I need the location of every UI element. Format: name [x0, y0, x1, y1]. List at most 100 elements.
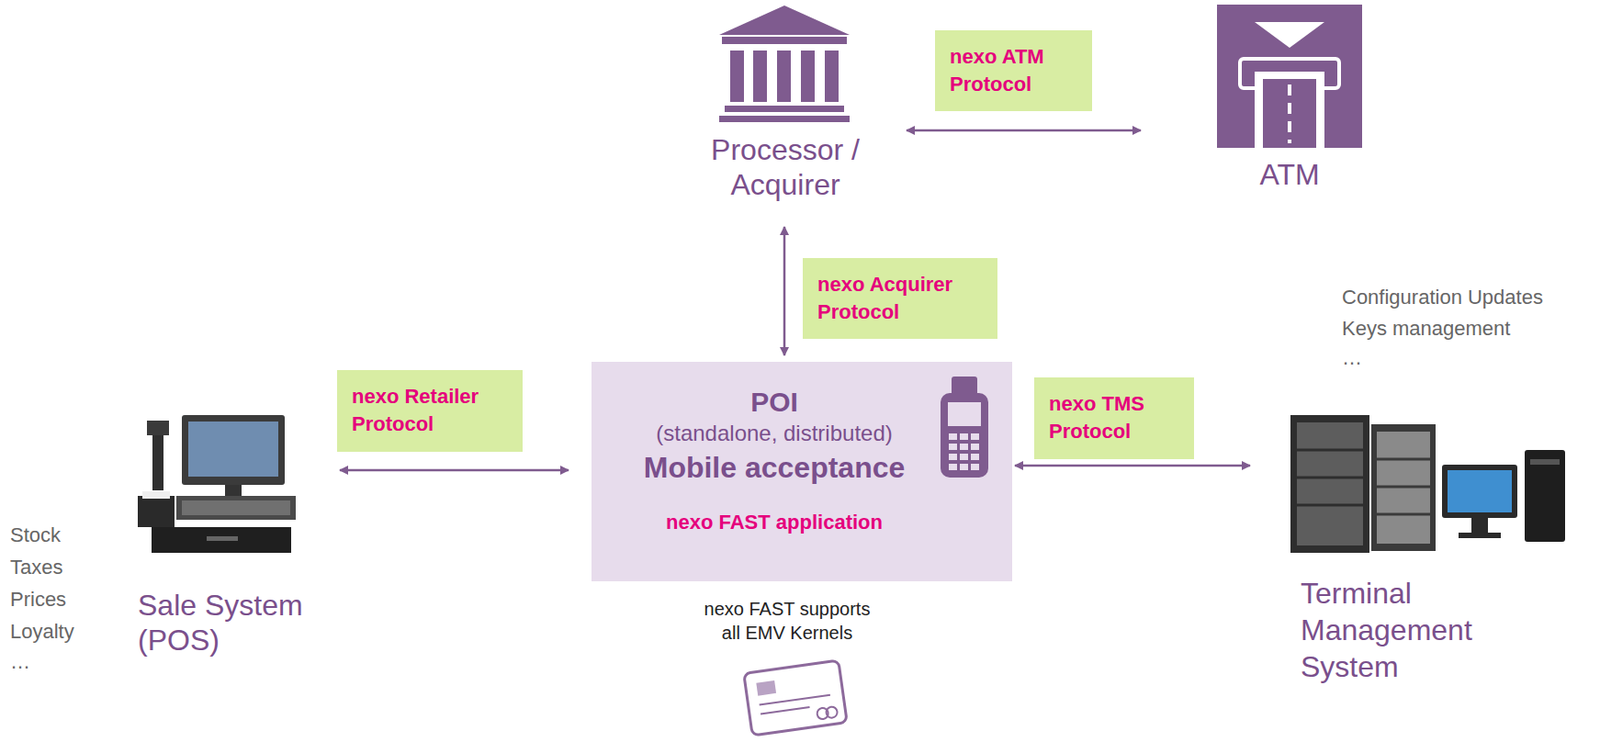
rack-line	[1296, 476, 1364, 480]
server-rack-panel	[1296, 422, 1364, 546]
note-text: …	[1341, 344, 1590, 372]
terminal-key	[948, 443, 958, 451]
note-text: Loyalty	[10, 618, 121, 645]
poi-box: POI(standalone, distributed)Mobile accep…	[591, 361, 1013, 582]
monitor	[181, 415, 285, 485]
server-rack	[1290, 415, 1370, 553]
atm-body	[1216, 4, 1363, 148]
note-text: Prices	[10, 585, 121, 613]
connector	[783, 226, 787, 356]
protocol-label: nexo TMS Protocol	[1048, 390, 1180, 446]
card-icon	[743, 660, 847, 736]
card-chip	[755, 680, 777, 697]
atm-card	[1254, 71, 1325, 148]
keyboard	[176, 495, 296, 520]
monitor-stand	[225, 484, 242, 496]
connector	[1014, 464, 1251, 468]
acquirer-node: Processor / Acquirer	[698, 5, 873, 210]
note-text: Stock	[10, 521, 121, 549]
pos-illustration	[137, 415, 296, 553]
server-rack	[1371, 424, 1436, 552]
bank-column	[753, 50, 767, 102]
node-text: Mobile acceptance	[600, 448, 948, 487]
cash-drawer	[151, 527, 292, 553]
note-text: Configuration Updates	[1341, 283, 1590, 311]
pc-drive	[1530, 459, 1560, 465]
terminal-key	[959, 463, 969, 471]
monitor-screen	[188, 421, 279, 477]
terminal-key	[948, 433, 958, 440]
terminal-key	[970, 433, 980, 440]
terminal-body	[940, 393, 989, 478]
node-title: Terminal Management System	[1300, 574, 1512, 686]
rack-line	[1376, 458, 1431, 462]
protocol-box: nexo ATM Protocol	[935, 30, 1093, 112]
node-title: POI	[600, 385, 948, 419]
card-outline	[743, 660, 847, 736]
bank-roof	[719, 5, 850, 35]
bank-step	[724, 105, 845, 113]
bank-beam	[721, 36, 847, 45]
connector	[906, 129, 1141, 133]
printer	[137, 495, 175, 528]
terminal-key	[959, 433, 969, 440]
note-text: Keys management	[1341, 315, 1590, 342]
note-text: …	[10, 648, 121, 676]
rack-line	[1376, 513, 1431, 517]
terminal-key	[970, 453, 980, 461]
node-title: ATM	[1216, 157, 1363, 192]
atm-chevron	[1254, 22, 1325, 48]
protocol-label: nexo Retailer Protocol	[351, 383, 508, 439]
terminal-key	[948, 463, 958, 471]
bank-column	[730, 50, 744, 102]
monitor-stand	[1471, 518, 1488, 533]
node-text: (standalone, distributed)	[600, 418, 948, 449]
rack-line	[1296, 504, 1364, 508]
terminal-key	[970, 443, 980, 451]
keyboard-keys	[181, 500, 291, 516]
rack-line	[1296, 449, 1364, 452]
bank-step	[719, 115, 850, 123]
card-logo	[825, 706, 839, 720]
card-line	[759, 695, 831, 706]
rack-line	[1376, 485, 1431, 489]
node-title: Processor / Acquirer	[698, 132, 873, 203]
terminal-icon	[935, 376, 994, 480]
terminal-screen	[947, 402, 981, 427]
protocol-box: nexo Acquirer Protocol	[802, 258, 998, 339]
protocol-label: nexo Acquirer Protocol	[817, 270, 983, 327]
protocol-box: nexo TMS Protocol	[1034, 377, 1195, 460]
atm-icon	[1216, 4, 1363, 148]
node-text: nexo FAST application	[600, 508, 948, 537]
tms-node: Terminal Management System	[1285, 413, 1571, 699]
printer-paper	[142, 491, 170, 499]
desk-monitor-screen	[1447, 470, 1512, 513]
monitor-base	[1458, 532, 1501, 539]
node-title: Sale System (POS)	[137, 587, 331, 658]
note-text: Taxes	[10, 553, 121, 581]
card-line	[760, 707, 810, 715]
desk-monitor	[1442, 464, 1518, 519]
atm-card-stripe	[1287, 84, 1292, 144]
terminal-key	[959, 443, 969, 451]
atm-card-inner	[1262, 78, 1317, 148]
protocol-label: nexo ATM Protocol	[949, 43, 1078, 99]
pc-tower	[1524, 450, 1566, 542]
server-illustration	[1290, 415, 1566, 553]
pole-display-head	[146, 420, 170, 436]
server-rack-panel	[1376, 431, 1431, 544]
terminal-key	[970, 463, 980, 471]
sale-system-node: Sale System (POS)	[137, 413, 331, 664]
terminal-key	[948, 453, 958, 461]
bank-icon	[719, 5, 850, 123]
atm-node: ATM	[1216, 4, 1363, 192]
connector	[339, 469, 569, 473]
bank-column	[777, 50, 791, 102]
caption-note: nexo FAST supports all EMV Kernels	[695, 597, 879, 645]
drawer-handle	[206, 536, 238, 541]
bank-column	[800, 50, 815, 102]
terminal-key	[959, 453, 969, 461]
bank-column	[824, 50, 839, 102]
